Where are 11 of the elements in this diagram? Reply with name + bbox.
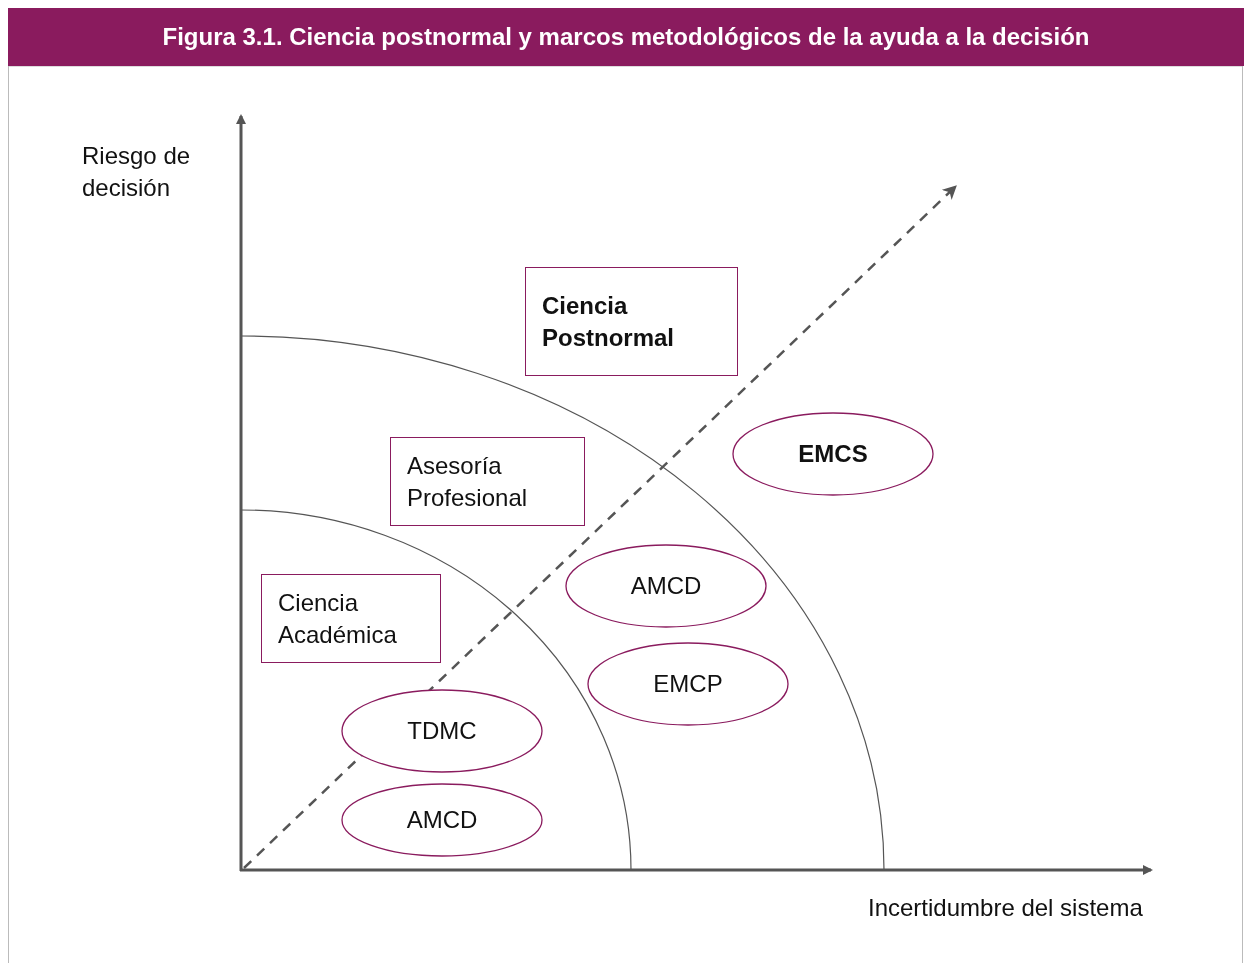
method-ellipse: TDMC (341, 689, 543, 773)
category-box: Ciencia Postnormal (525, 267, 738, 376)
category-box: Asesoría Profesional (390, 437, 585, 526)
axis-label: Riesgo de decisión (82, 141, 192, 203)
category-box: Ciencia Académica (261, 574, 441, 663)
figure-title: Figura 3.1. Ciencia postnormal y marcos metodológicos de la ayuda a la decisión (8, 8, 1244, 66)
method-ellipse: EMCP (587, 642, 789, 726)
method-ellipse: AMCD (341, 783, 543, 857)
axis-label: Incertidumbre del sistema (868, 893, 1143, 923)
method-ellipse: EMCS (732, 412, 934, 496)
method-ellipse: AMCD (565, 544, 767, 628)
